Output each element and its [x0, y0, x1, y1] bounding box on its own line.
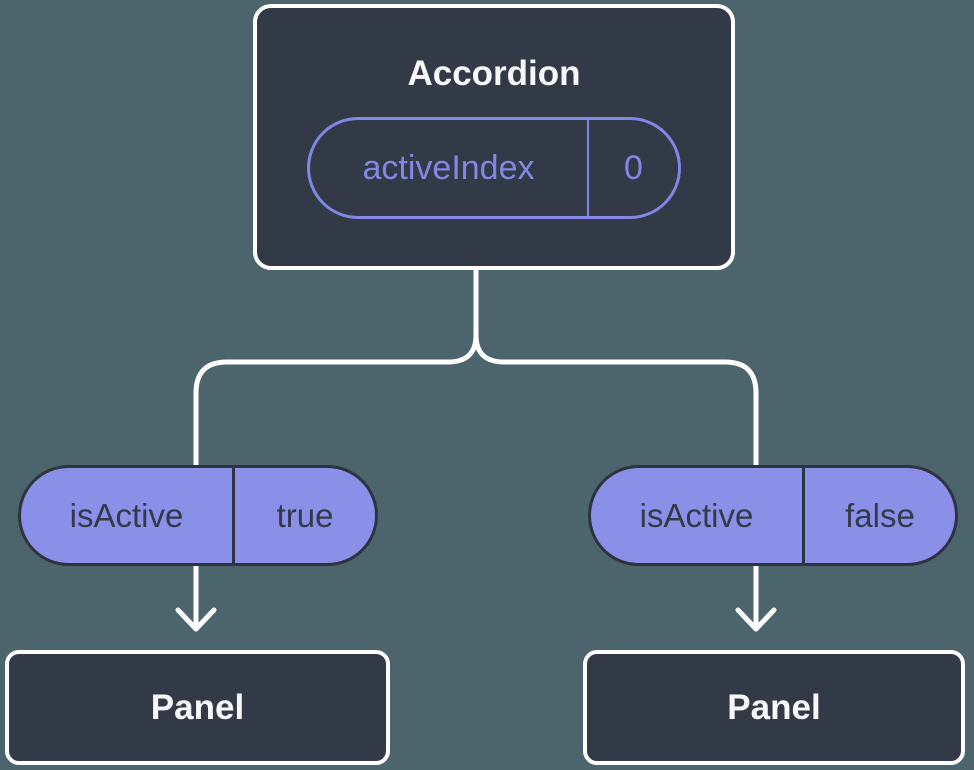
connector-branch-right: [473, 332, 759, 631]
panel-node-left: Panel: [5, 650, 390, 765]
prop-pill-name: isActive: [591, 468, 805, 563]
state-pill-activeindex: activeIndex 0: [307, 117, 681, 219]
prop-pill-name: isActive: [21, 468, 235, 563]
panel-node-title: Panel: [727, 688, 821, 727]
panel-node-right: Panel: [583, 650, 965, 765]
panel-node-title: Panel: [150, 688, 245, 727]
accordion-node: Accordion activeIndex 0: [253, 4, 735, 270]
arrowhead-right-icon: [735, 607, 777, 632]
prop-pill-value: false: [845, 496, 915, 534]
prop-pill-value: true: [276, 496, 334, 534]
prop-pill-isactive-true: isActive true: [18, 465, 378, 566]
connector-branch-left: [193, 332, 479, 631]
state-pill-value: 0: [624, 148, 643, 187]
state-pill-name: activeIndex: [310, 120, 589, 216]
prop-pill-isactive-false: isActive false: [588, 465, 958, 566]
accordion-node-title: Accordion: [407, 54, 581, 93]
arrowhead-left-icon: [175, 607, 217, 632]
